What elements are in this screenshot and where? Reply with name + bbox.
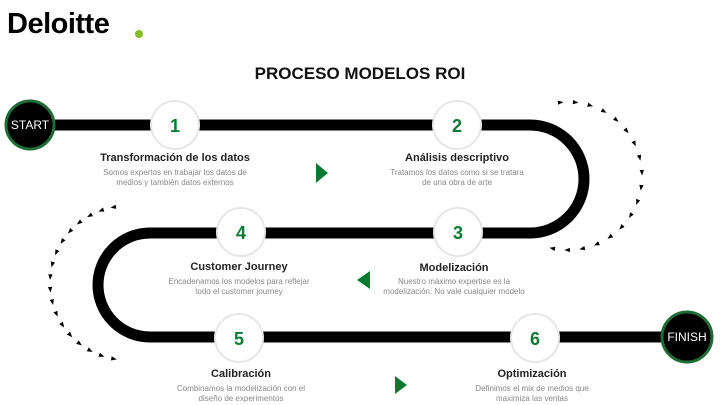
arc-arrowhead-icon bbox=[628, 212, 634, 219]
step-node-3: 3 bbox=[433, 207, 483, 257]
arc-arrowhead-icon bbox=[636, 198, 641, 205]
arc-arrowhead-icon bbox=[49, 298, 54, 305]
step-number: 1 bbox=[170, 116, 180, 136]
step-title: Customer Journey bbox=[190, 261, 288, 273]
arc-arrowhead-icon bbox=[587, 102, 594, 107]
arc-arrowhead-icon bbox=[557, 100, 564, 105]
right-dotted-arc bbox=[549, 99, 644, 253]
arc-arrowhead-icon bbox=[636, 154, 642, 161]
arc-arrowhead-icon bbox=[600, 108, 607, 113]
finish-node: FINISH bbox=[660, 310, 714, 364]
step-title: Modelización bbox=[419, 262, 489, 274]
arc-arrowhead-icon bbox=[50, 261, 55, 268]
step-node-1: 1 bbox=[150, 100, 200, 150]
step-description: Somos expertos en trabajar los datos de … bbox=[103, 168, 247, 187]
arc-arrowhead-icon bbox=[631, 140, 636, 147]
arc-arrowhead-icon bbox=[639, 169, 644, 176]
direction-arrow-right-icon bbox=[395, 376, 407, 394]
step-description: Combinamos la modelización con el diseño… bbox=[176, 384, 306, 403]
step-number: 5 bbox=[234, 329, 244, 349]
arc-arrowhead-icon bbox=[76, 219, 83, 225]
step-node-6: 6 bbox=[510, 313, 560, 363]
start-label: START bbox=[11, 118, 50, 132]
page-title: PROCESO MODELOS ROI bbox=[254, 64, 466, 83]
arc-arrowhead-icon bbox=[47, 286, 53, 293]
arc-arrowhead-icon bbox=[593, 241, 600, 246]
step-number: 3 bbox=[453, 223, 463, 243]
arc-arrowhead-icon bbox=[67, 227, 74, 234]
step-description: Nuestro máximo expertise es la modelizac… bbox=[383, 277, 525, 296]
step-number: 4 bbox=[236, 223, 246, 243]
arc-arrowhead-icon bbox=[623, 127, 629, 134]
step-description: Definimos el mix de medios que maximiza … bbox=[475, 384, 589, 403]
step-node-4: 4 bbox=[216, 207, 266, 257]
arc-arrowhead-icon bbox=[66, 331, 73, 338]
arc-arrowhead-icon bbox=[612, 116, 619, 122]
arc-arrowhead-icon bbox=[60, 237, 66, 244]
arc-arrowhead-icon bbox=[53, 310, 58, 317]
arc-arrowhead-icon bbox=[564, 247, 570, 253]
step-description: Encadenamos los modelos para reflejar to… bbox=[168, 277, 310, 296]
step-number: 2 bbox=[452, 116, 462, 136]
arc-arrowhead-icon bbox=[98, 207, 105, 212]
direction-arrow-right-icon bbox=[316, 163, 328, 183]
step-node-2: 2 bbox=[432, 100, 482, 150]
deloitte-logo: Deloitte bbox=[7, 8, 110, 40]
step-node-5: 5 bbox=[214, 313, 264, 363]
left-dotted-arc bbox=[47, 204, 117, 361]
step-title: Transformación de los datos bbox=[100, 152, 250, 164]
arc-arrowhead-icon bbox=[579, 245, 586, 251]
road-path bbox=[30, 119, 688, 343]
arc-arrowhead-icon bbox=[607, 233, 614, 239]
start-node: START bbox=[4, 99, 56, 151]
direction-arrow-left-icon bbox=[357, 271, 370, 289]
arc-arrowhead-icon bbox=[59, 321, 65, 328]
step-description: Tratamos los datos como si se tratara de… bbox=[390, 168, 524, 187]
arc-arrowhead-icon bbox=[55, 249, 60, 256]
step-title: Calibración bbox=[211, 368, 271, 380]
step-title: Análisis descriptivo bbox=[405, 152, 509, 164]
arc-arrowhead-icon bbox=[76, 340, 82, 346]
arc-arrowhead-icon bbox=[48, 274, 53, 280]
step-title: Optimización bbox=[497, 368, 567, 380]
arc-arrowhead-icon bbox=[110, 356, 117, 361]
arc-arrowhead-icon bbox=[549, 246, 556, 251]
step-number: 6 bbox=[530, 329, 540, 349]
arc-arrowhead-icon bbox=[86, 347, 93, 353]
arc-arrowhead-icon bbox=[619, 223, 625, 230]
arc-arrowhead-icon bbox=[87, 212, 93, 218]
arc-arrowhead-icon bbox=[110, 204, 117, 209]
logo-dot-icon bbox=[135, 30, 143, 38]
arc-arrowhead-icon bbox=[572, 99, 579, 105]
arc-arrowhead-icon bbox=[98, 352, 105, 357]
arc-arrowhead-icon bbox=[639, 184, 644, 191]
finish-label: FINISH bbox=[667, 330, 706, 344]
